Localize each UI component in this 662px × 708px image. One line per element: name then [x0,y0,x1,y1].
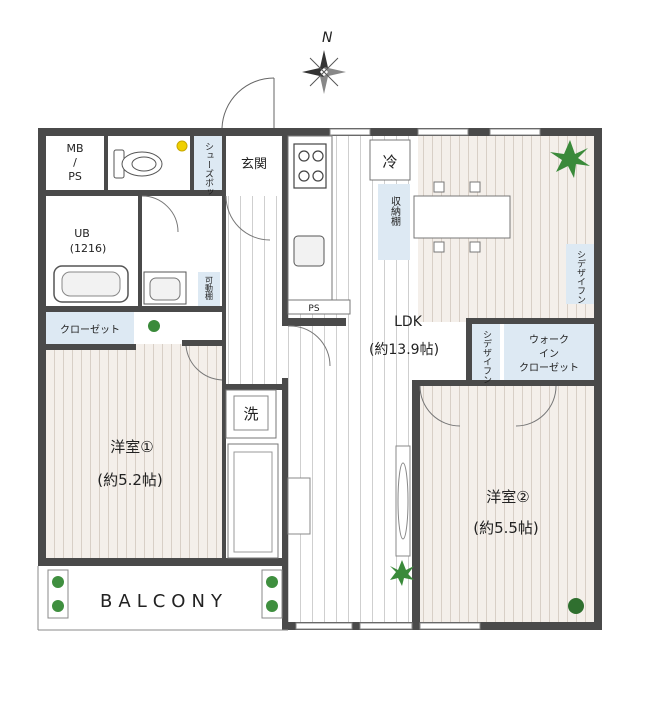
room1-floor [46,344,224,558]
plant-icon [390,560,414,586]
windows [295,128,541,630]
movable-shelf [198,272,220,306]
entrance-label: 玄関 [241,157,267,172]
toilet-icon [113,149,163,179]
ldk-label: LDK [394,314,423,330]
plant-icon [148,320,160,332]
dining-table-icon [413,181,511,253]
closet-1-label: クローゼット [60,324,120,336]
balcony-planter-right [261,569,283,619]
hallway-floor [224,196,286,386]
walk-in-closet [504,324,594,380]
ub-label: UB [74,227,90,240]
room2-label: 洋室② [486,488,529,506]
wash-label: 洗 [243,405,258,423]
mbps-label-bottom: PS [68,170,82,183]
fridge [369,139,411,181]
ldk-size-label: (約13.9帖) [369,342,439,358]
tv-icon [395,445,411,557]
ps-kitchen [287,299,351,315]
balcony-planter-left [47,569,69,619]
designer-fan-top [566,244,594,304]
plant-icon [550,140,590,178]
designer-fan-top-label: シデザイフン [575,250,586,304]
ub-size-label: (1216) [70,242,107,255]
shoes-box [194,136,222,190]
designer-fan-mid-label: シデザイフン [481,330,492,384]
ps-kitchen-label: PS [308,304,319,314]
bathtub-icon [53,265,129,303]
entrance-door-icon [221,77,275,129]
flower-icon [176,140,188,152]
room2-size-label: (約5.5帖) [473,519,539,537]
closet-1 [46,312,134,344]
room1-label: 洋室① [110,438,153,456]
walk-in-label-3: クローゼット [519,362,579,374]
compass-icon: N [302,30,346,94]
room1-size-label: (約5.2帖) [97,471,163,489]
shoes-box-label: シューズボックス [203,142,214,214]
kitchen-sink-icon [293,235,325,267]
entrance-area [226,136,282,190]
movable-shelf-label: 可動棚 [205,276,214,301]
mbps-area [46,136,104,190]
fridge-label: 冷 [382,153,397,171]
north-label: N [322,30,333,46]
sink-icon [143,271,187,305]
walk-in-label-1: ウォーク [529,334,569,346]
walk-in-label-2: イン [539,349,559,360]
balcony-floor [46,564,286,624]
tv-stand [287,477,311,535]
balcony-label: BALCONY [100,591,228,612]
door-arcs [141,195,557,427]
storage-label: 収納棚 [389,196,401,227]
mbps-label-top: MB [66,142,83,155]
plant-icon [568,598,584,614]
room2-floor [418,386,594,622]
storage-shelf [378,184,410,260]
mbps-label-slash: / [73,156,77,169]
kitchen-counter [287,135,333,307]
stove-icon [293,143,327,189]
designer-fan-mid [472,324,500,380]
